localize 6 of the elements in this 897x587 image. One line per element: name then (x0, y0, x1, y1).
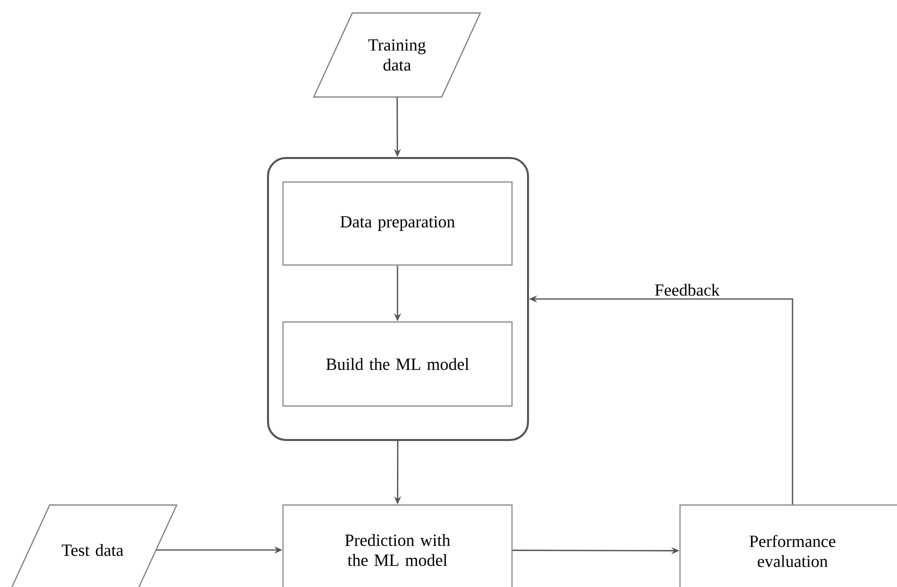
edge-label: Feedback (654, 282, 721, 297)
process-box: Build the ML model (282, 321, 513, 407)
group-box (267, 157, 529, 441)
process-box: Performance evaluation (679, 504, 897, 587)
process-box: Prediction with the ML model (282, 504, 513, 587)
process-box: Data preparation (282, 181, 513, 266)
